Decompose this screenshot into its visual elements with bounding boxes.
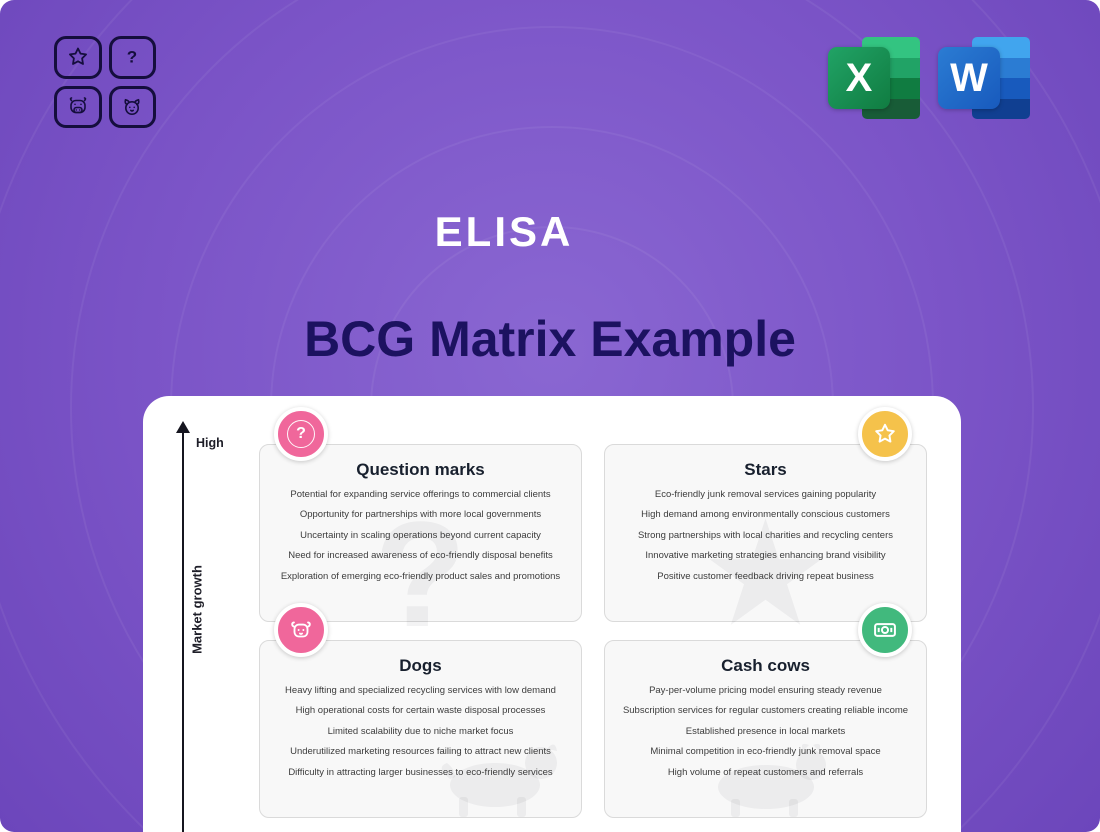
quadrant-title: Stars	[744, 460, 787, 479]
quadrant-item: Subscription services for regular custom…	[622, 705, 909, 717]
quadrant-item: Positive customer feedback driving repea…	[657, 570, 874, 582]
quadrant-item: Eco-friendly junk removal services gaini…	[654, 489, 877, 500]
quadrant-item: High demand among environmentally consci…	[641, 509, 890, 521]
dog-icon	[274, 603, 328, 657]
quadrant-title: Dogs	[399, 656, 442, 675]
axis-arrow-icon	[176, 421, 190, 433]
quadrant-dogs: Dogs Heavy lifting and specialized recyc…	[259, 603, 582, 818]
quadrant-item: Need for increased awareness of eco-frie…	[288, 550, 553, 562]
word-letter: W	[938, 47, 1000, 109]
cow-icon	[54, 85, 102, 128]
question-mark-icon: ?	[108, 36, 156, 79]
word-icon[interactable]: W	[938, 34, 1030, 122]
quadrant-item: Potential for expanding service offering…	[290, 489, 551, 500]
quadrant-item: High volume of repeat customers and refe…	[667, 766, 864, 778]
quadrant-item: Strong partnerships with local charities…	[637, 529, 894, 541]
quadrant-question-marks: ? ? Question marks Potential for expandi…	[259, 407, 582, 649]
quadrant-title: Cash cows	[721, 656, 810, 675]
quadrant-stars: ★ Stars Eco-friendly junk removal servic…	[604, 407, 927, 639]
quadrant-item: Exploration of emerging eco-friendly pro…	[280, 570, 561, 582]
brand-title: ELISA	[434, 208, 574, 255]
quadrant-title: Question marks	[356, 460, 485, 479]
axis-high-label: High	[196, 436, 224, 450]
star-icon	[54, 36, 102, 79]
matrix-card: High Market growth ? ? Question marks Po…	[143, 396, 961, 832]
quadrant-cash-cows: Cash cows Pay-per-volume pricing model e…	[604, 603, 927, 818]
dog-icon	[108, 85, 156, 128]
quadrant-item: Heavy lifting and specialized recycling …	[285, 685, 556, 696]
quadrant-item: Uncertainty in scaling operations beyond…	[300, 529, 541, 541]
svg-text:?: ?	[127, 48, 137, 67]
quadrant-item: Pay-per-volume pricing model ensuring st…	[649, 685, 882, 696]
banknote-icon	[858, 603, 912, 657]
quadrant-item: Opportunity for partnerships with more l…	[299, 509, 542, 521]
axis-line	[182, 432, 184, 832]
quadrant-item: Established presence in local markets	[685, 725, 846, 737]
axis-y-label: Market growth	[189, 565, 205, 654]
page-title: BCG Matrix Example	[304, 311, 796, 367]
brand-logo: ?	[54, 36, 156, 128]
quadrant-item: Underutilized marketing resources failin…	[290, 746, 551, 758]
star-icon	[858, 407, 912, 461]
quadrant-item: High operational costs for certain waste…	[295, 705, 546, 717]
quadrant-item: Limited scalability due to niche market …	[327, 725, 514, 737]
excel-icon[interactable]: X	[828, 34, 920, 122]
quadrant-item: Innovative marketing strategies enhancin…	[645, 550, 886, 562]
quadrant-grid: ? ? Question marks Potential for expandi…	[259, 407, 927, 818]
quadrant-item: Minimal competition in eco-friendly junk…	[650, 746, 881, 758]
excel-letter: X	[828, 47, 890, 109]
question-mark-icon: ?	[274, 407, 328, 461]
quadrant-item: Difficulty in attracting larger business…	[288, 766, 553, 778]
